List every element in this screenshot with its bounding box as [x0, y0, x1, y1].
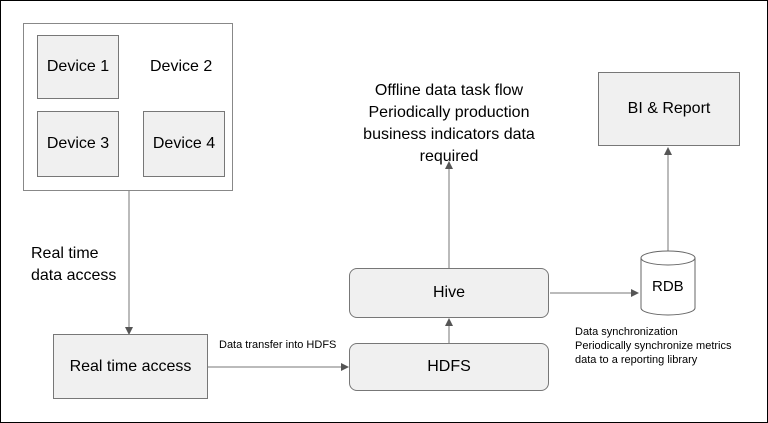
offline-line-2: Periodically production — [368, 104, 530, 121]
bi-report-label: BI & Report — [627, 100, 711, 117]
rdb-cylinder — [640, 250, 696, 316]
realtime-access-label: Real time access — [69, 357, 192, 375]
hdfs-label: HDFS — [427, 358, 471, 375]
hive-box: Hive — [349, 268, 549, 318]
sync-line-1: Data synchronization — [575, 326, 678, 338]
device-1-label: Device 1 — [46, 58, 110, 75]
sync-text: Data synchronization Periodically synchr… — [575, 325, 732, 367]
bi-report-box: BI & Report — [598, 72, 740, 146]
sync-line-2: Periodically synchronize metrics — [575, 340, 732, 352]
sync-line-3: data to a reporting library — [575, 354, 698, 366]
device-2-label: Device 2 — [150, 58, 213, 75]
rdb-label: RDB — [652, 278, 684, 295]
offline-line-4: required — [419, 148, 479, 165]
device-4-box: Device 4 — [143, 111, 225, 177]
realtime-data-access-line1: Real time — [31, 245, 99, 262]
hdfs-box: HDFS — [349, 343, 549, 391]
device-4-label: Device 4 — [152, 135, 216, 152]
offline-line-1: Offline data task flow — [374, 82, 524, 99]
realtime-data-access-line2: data access — [31, 267, 117, 284]
device-1-box: Device 1 — [37, 35, 119, 99]
realtime-access-box: Real time access — [53, 334, 208, 399]
offline-task-text: Offline data task flow Periodically prod… — [337, 80, 561, 168]
offline-line-3: business indicators data — [363, 126, 535, 143]
device-3-label: Device 3 — [46, 135, 110, 152]
hive-label: Hive — [432, 284, 465, 301]
device-3-box: Device 3 — [37, 111, 119, 177]
data-transfer-label: Data transfer into HDFS — [219, 339, 337, 351]
